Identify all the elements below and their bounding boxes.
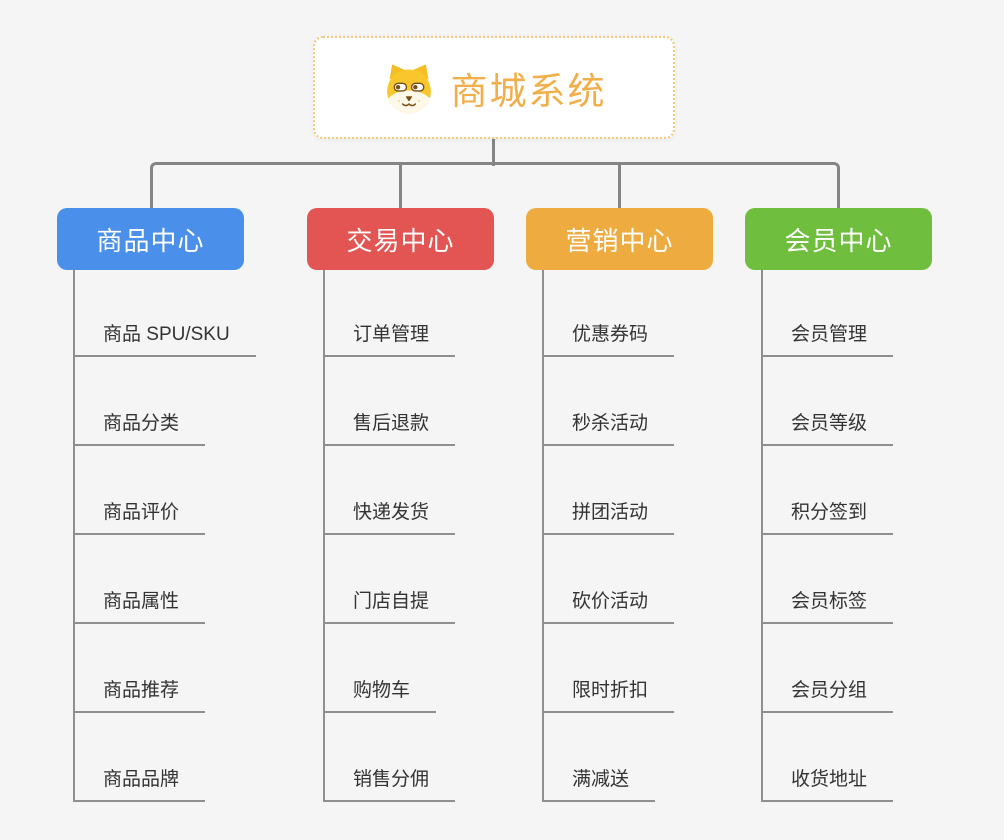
leaf-topic[interactable]: 商品 SPU/SKU <box>73 322 256 357</box>
leaf-topic[interactable]: 会员标签 <box>761 589 894 624</box>
leaf-topic[interactable]: 商品评价 <box>73 500 206 535</box>
connector-rail-left <box>150 162 493 209</box>
branch-trade-center: 交易中心 订单管理 售后退款 快递发货 门店自提 购物车 销售分佣 <box>307 208 557 840</box>
root-topic[interactable]: 商城系统 <box>313 36 675 139</box>
dog-face-icon <box>382 61 436 115</box>
branch-member-center: 会员中心 会员管理 会员等级 积分签到 会员标签 会员分组 收货地址 <box>745 208 995 840</box>
leaf-topic[interactable]: 门店自提 <box>323 589 456 624</box>
leaf-topic[interactable]: 销售分佣 <box>323 767 456 802</box>
leaf-topic[interactable]: 会员管理 <box>761 322 894 357</box>
connector-rail-right <box>492 162 840 209</box>
branch-spine <box>323 270 325 802</box>
leaf-topic[interactable]: 收货地址 <box>761 767 894 802</box>
branch-spine <box>761 270 763 802</box>
branch-header-marketing-center[interactable]: 营销中心 <box>526 208 713 270</box>
connector-root-stub <box>492 139 495 166</box>
branch-header-product-center[interactable]: 商品中心 <box>57 208 244 270</box>
connector-drop-marketing <box>618 164 621 209</box>
leaf-topic[interactable]: 限时折扣 <box>542 678 675 713</box>
leaf-topic[interactable]: 秒杀活动 <box>542 411 675 446</box>
leaf-topic[interactable]: 商品品牌 <box>73 767 206 802</box>
leaf-topic[interactable]: 积分签到 <box>761 500 894 535</box>
leaf-topic[interactable]: 优惠券码 <box>542 322 675 357</box>
branch-marketing-center: 营销中心 优惠券码 秒杀活动 拼团活动 砍价活动 限时折扣 满减送 <box>526 208 776 840</box>
leaf-topic[interactable]: 售后退款 <box>323 411 456 446</box>
leaf-topic[interactable]: 会员分组 <box>761 678 894 713</box>
leaf-topic[interactable]: 商品推荐 <box>73 678 206 713</box>
leaf-topic[interactable]: 砍价活动 <box>542 589 675 624</box>
leaf-topic[interactable]: 会员等级 <box>761 411 894 446</box>
connector-drop-trade <box>399 164 402 209</box>
branch-spine <box>542 270 544 802</box>
leaf-topic[interactable]: 拼团活动 <box>542 500 675 535</box>
branch-header-member-center[interactable]: 会员中心 <box>745 208 932 270</box>
leaf-topic[interactable]: 商品分类 <box>73 411 206 446</box>
leaf-topic[interactable]: 订单管理 <box>323 322 456 357</box>
root-topic-title: 商城系统 <box>450 70 607 112</box>
branch-spine <box>73 270 75 802</box>
branch-header-trade-center[interactable]: 交易中心 <box>307 208 494 270</box>
leaf-topic[interactable]: 快递发货 <box>323 500 456 535</box>
branch-product-center: 商品中心 商品 SPU/SKU 商品分类 商品评价 商品属性 商品推荐 商品品牌 <box>57 208 307 840</box>
leaf-topic[interactable]: 购物车 <box>323 678 437 713</box>
leaf-topic[interactable]: 满减送 <box>542 767 656 802</box>
leaf-topic[interactable]: 商品属性 <box>73 589 206 624</box>
